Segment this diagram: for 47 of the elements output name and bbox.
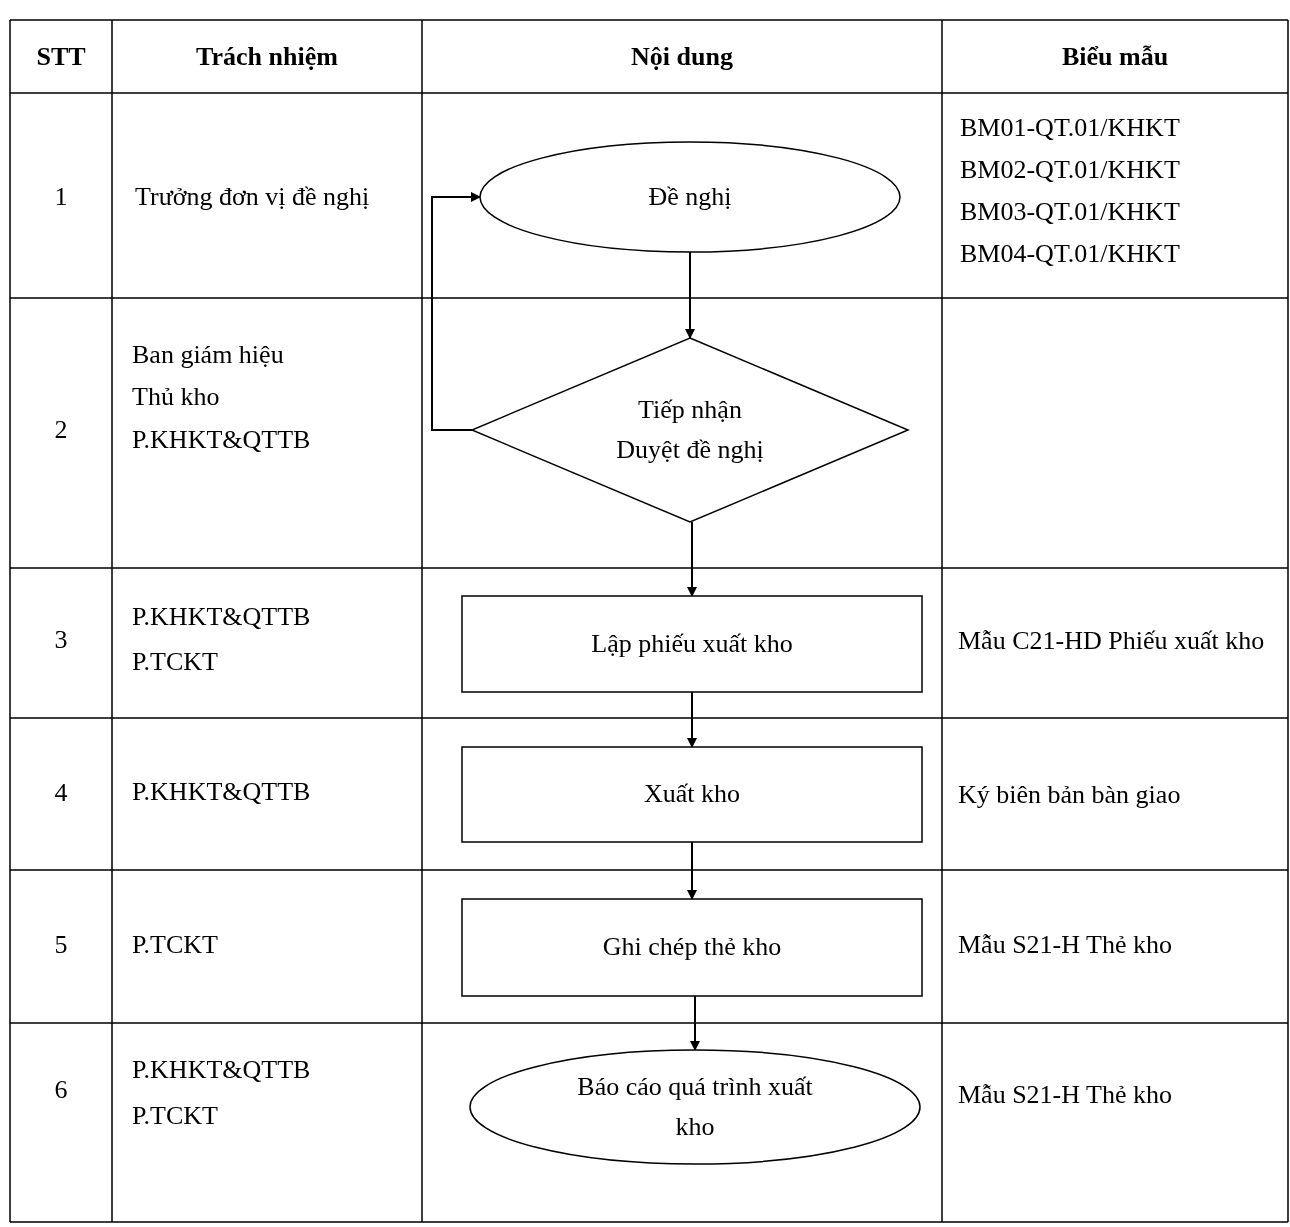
- row-number: 6: [53, 1073, 69, 1106]
- column-header: Nội dung: [630, 40, 734, 73]
- table-cell-text: Mẫu C21-HD Phiếu xuất kho: [958, 624, 1266, 657]
- table-cell-text: BM04-QT.01/KHKT: [960, 237, 1181, 270]
- column-header: Biểu mẫu: [1060, 40, 1170, 73]
- table-cell-text: Thủ kho: [132, 380, 221, 413]
- node-label: Báo cáo quá trình xuất kho: [576, 1070, 814, 1143]
- node-label: Tiếp nhận: [638, 393, 742, 426]
- column-header: STT: [35, 40, 87, 73]
- node-label: Lập phiếu xuất kho: [591, 627, 793, 660]
- table-cell-text: Trưởng đơn vị đề nghị: [135, 180, 371, 213]
- terminator-ellipse: [470, 1050, 920, 1164]
- row-number: 1: [53, 180, 69, 213]
- node-label: Ghi chép thẻ kho: [602, 931, 782, 964]
- arrow: [431, 192, 481, 431]
- arrow: [687, 521, 697, 597]
- table-cell-text: BM02-QT.01/KHKT: [960, 153, 1181, 186]
- table-cell-text: Mẫu S21-H Thẻ kho: [958, 928, 1173, 961]
- row-number: 3: [53, 623, 69, 656]
- table-cell-text: BM01-QT.01/KHKT: [960, 111, 1181, 144]
- row-number: 5: [53, 928, 69, 961]
- table-cell-text: P.KHKT&QTTB: [132, 423, 312, 456]
- table-cell-text: Ký biên bản bàn giao: [958, 778, 1182, 811]
- row-number: 2: [53, 413, 69, 446]
- table-cell-text: P.TCKT: [132, 645, 219, 678]
- process-box: [462, 899, 922, 996]
- arrow: [687, 841, 697, 900]
- table-cell-text: P.KHKT&QTTB: [132, 1053, 312, 1086]
- table-cell-text: Mẫu S21-H Thẻ kho: [958, 1078, 1173, 1111]
- node-label: Xuất kho: [643, 778, 740, 811]
- table-cell-text: P.TCKT: [132, 1099, 219, 1132]
- node-label: Duyệt đề nghị: [616, 434, 764, 466]
- terminator-ellipse: [480, 142, 900, 252]
- process-box: [462, 747, 922, 842]
- table-cell-text: P.KHKT&QTTB: [132, 775, 312, 808]
- arrow: [687, 691, 697, 748]
- table-cell-text: P.KHKT&QTTB: [132, 600, 312, 633]
- process-box: [462, 596, 922, 692]
- table-cell-text: P.TCKT: [132, 928, 219, 961]
- node-label: Đề nghị: [648, 180, 732, 213]
- arrow: [685, 251, 695, 339]
- column-header: Trách nhiệm: [195, 40, 339, 73]
- decision-diamond: [472, 338, 908, 522]
- table-cell-text: BM03-QT.01/KHKT: [960, 195, 1181, 228]
- table-cell-text: Ban giám hiệu: [132, 338, 285, 371]
- row-number: 4: [53, 776, 69, 809]
- arrow: [690, 995, 700, 1051]
